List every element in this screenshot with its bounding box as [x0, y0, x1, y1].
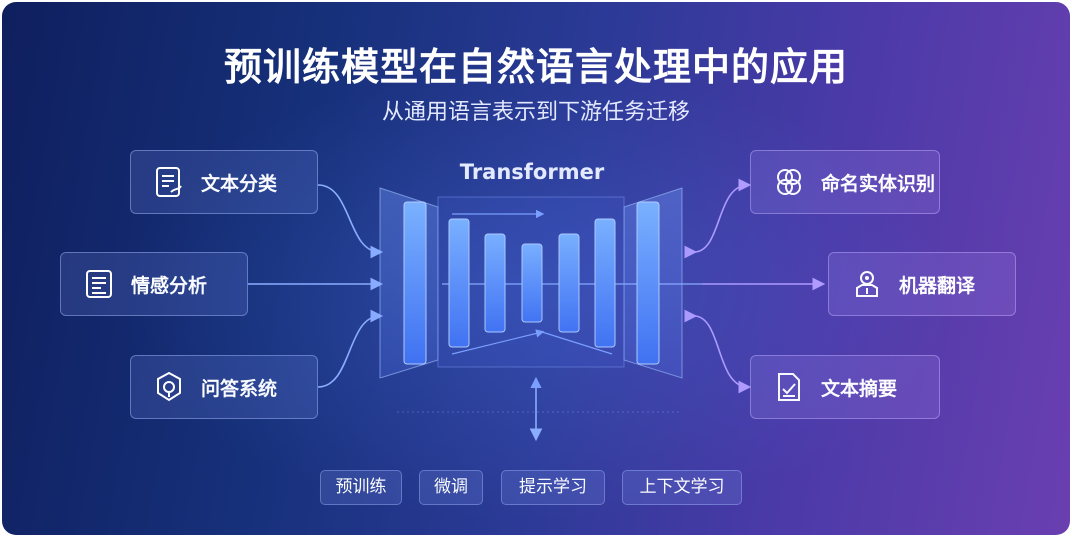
- input-node-label: 问答系统: [201, 377, 278, 400]
- output-node-summarization: 文本摘要: [750, 355, 940, 419]
- page-subtitle: 从通用语言表示到下游任务迁移: [381, 100, 690, 125]
- output-node-machine-translation: 机器翻译: [828, 252, 1016, 316]
- page-title: 预训练模型在自然语言处理中的应用: [223, 45, 848, 89]
- arrow-output-1: [684, 178, 752, 259]
- input-node-label: 文本分类: [201, 172, 278, 195]
- tag-finetuning: 微调: [419, 470, 483, 505]
- arrow-output-3: [684, 309, 752, 394]
- tag-pretraining: 预训练: [320, 470, 402, 505]
- output-node-label: 命名实体识别: [821, 172, 936, 195]
- transformer-label: Transformer: [459, 160, 605, 184]
- output-node-ner: 命名实体识别: [750, 150, 940, 214]
- input-node-text-classification: 文本分类: [130, 150, 318, 214]
- qa-brain-icon: [151, 369, 187, 405]
- notepad-icon: [81, 266, 117, 302]
- input-node-qa-system: 问答系统: [130, 355, 318, 419]
- knot-icon: [771, 164, 807, 200]
- arrow-input-3: [317, 309, 384, 388]
- checklist-icon: [771, 369, 807, 405]
- input-node-label: 情感分析: [131, 274, 208, 297]
- output-node-label: 机器翻译: [899, 274, 976, 297]
- tag-in-context-learning: 上下文学习: [622, 470, 742, 505]
- robot-icon: [849, 266, 885, 302]
- document-icon: [151, 164, 187, 200]
- input-node-sentiment-analysis: 情感分析: [60, 252, 248, 316]
- arrow-input-1: [317, 184, 384, 259]
- output-node-label: 文本摘要: [821, 377, 898, 400]
- tag-prompt-learning: 提示学习: [501, 470, 605, 505]
